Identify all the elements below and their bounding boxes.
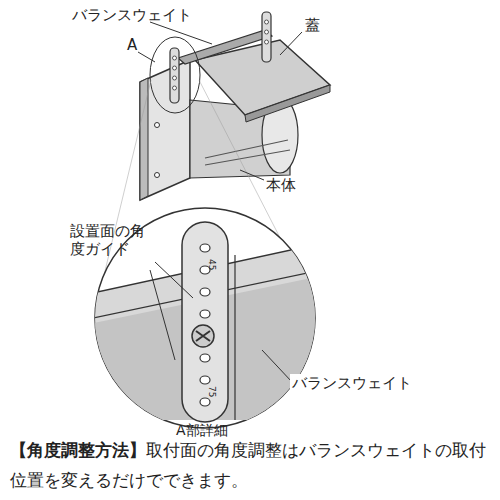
screw bbox=[192, 325, 214, 347]
body-plate bbox=[140, 60, 190, 200]
angle-number: 75 bbox=[206, 386, 217, 397]
angle-number: 45 bbox=[206, 259, 217, 270]
caption-heading: 【角度調整方法】 bbox=[10, 441, 146, 460]
part-name: バランスウェイト bbox=[290, 374, 414, 392]
part-name: 設置面の角度ガイド bbox=[70, 222, 150, 258]
angle-plate bbox=[182, 222, 228, 422]
angle-guide bbox=[170, 48, 179, 103]
part-name: バランスウェイト bbox=[72, 6, 192, 24]
detail-marker: A bbox=[127, 36, 137, 54]
part-name: 蓋 bbox=[305, 16, 320, 34]
caption-block: 【角度調整方法】取付面の角度調整はバランスウェイトの取付位置を変えるだけでできま… bbox=[10, 436, 492, 496]
part-name: 本体 bbox=[266, 176, 296, 194]
detail-title: A部詳細 bbox=[176, 422, 228, 439]
